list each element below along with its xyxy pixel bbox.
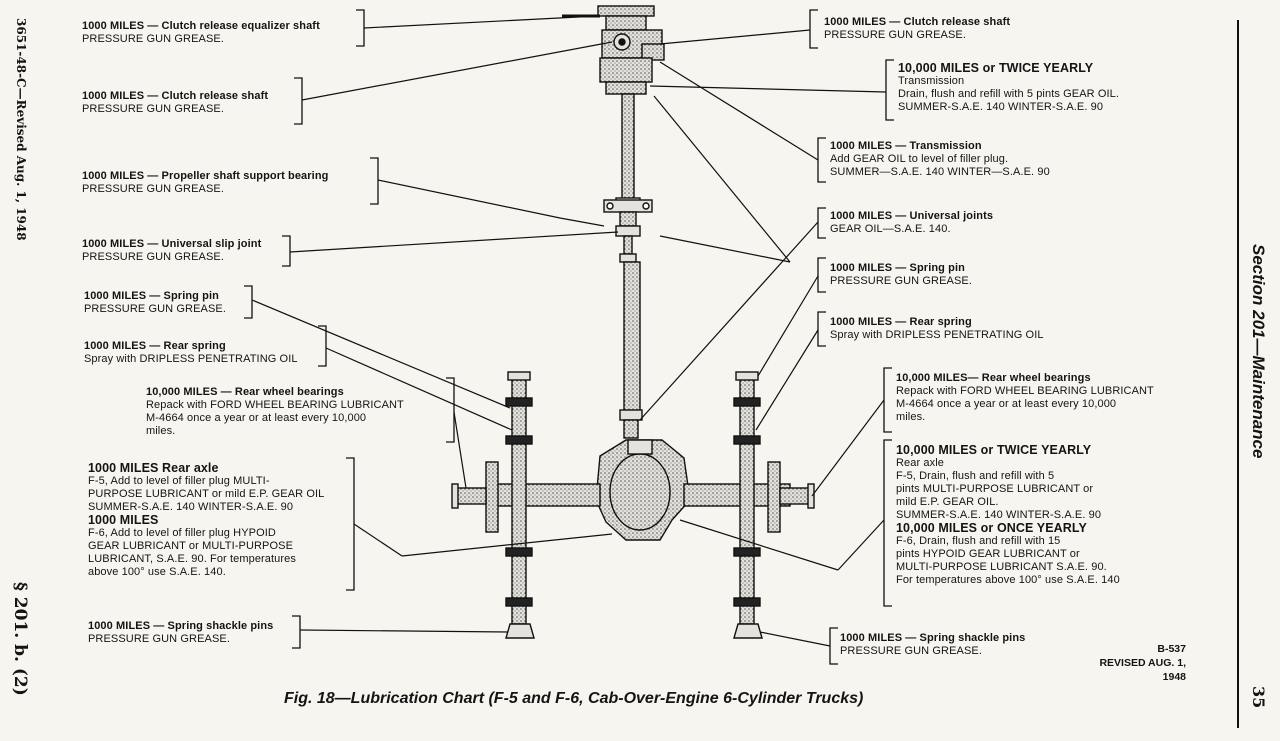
label-clutch-release-shaft-left: 1000 MILES — Clutch release shaft PRESSU… [82, 90, 268, 116]
label-line: MULTI-PURPOSE LUBRICANT S.A.E. 90. [896, 561, 1107, 573]
label-line: 1000 MILES — Clutch release shaft [82, 90, 269, 102]
label-line: Spray with DRIPLESS PENETRATING OIL [830, 329, 1044, 341]
propeller-shaft-assembly [493, 5, 791, 541]
label-line: 10,000 MILES— Rear wheel bearings [896, 372, 1091, 384]
label-line: Repack with FORD WHEEL BEARING LUBRICANT [146, 399, 404, 411]
label-line: Transmission [898, 75, 965, 87]
label-line: 1000 MILES — Rear spring [84, 340, 226, 352]
label-line: Drain, flush and refill with 5 pints GEA… [898, 88, 1120, 100]
label-line: 1000 MILES — Universal slip joint [82, 238, 262, 250]
label-line: Spray with DRIPLESS PENETRATING OIL [84, 353, 298, 365]
drawing-code: B-537 REVISED AUG. 1, 1948 [1074, 642, 1186, 684]
label-line: 1000 MILES — Spring shackle pins [88, 620, 274, 632]
label-rear-spring-left: 1000 MILES — Rear spring Spray with DRIP… [84, 340, 298, 366]
label-line: F-6, Drain, flush and refill with 15 [896, 535, 1061, 547]
label-transmission-drain: 10,000 MILES or TWICE YEARLY Transmissio… [898, 62, 1119, 114]
label-propeller-support-bearing: 1000 MILES — Propeller shaft support bea… [82, 170, 328, 196]
label-line: 1000 MILES [88, 513, 159, 527]
label-clutch-equalizer-shaft: 1000 MILES — Clutch release equalizer sh… [82, 20, 320, 46]
label-line: 10,000 MILES or TWICE YEARLY [898, 61, 1094, 75]
label-line: GEAR LUBRICANT or MULTI-PURPOSE [88, 540, 294, 552]
label-line: PRESSURE GUN GREASE. [824, 29, 966, 41]
label-line: 1000 MILES — Transmission [830, 140, 982, 152]
label-clutch-release-shaft-right: 1000 MILES — Clutch release shaft PRESSU… [824, 16, 1010, 42]
label-line: PRESSURE GUN GREASE. [88, 633, 230, 645]
label-brackets [244, 9, 894, 665]
label-spring-pin-right: 1000 MILES — Spring pin PRESSURE GUN GRE… [830, 262, 972, 288]
label-spring-pin-left: 1000 MILES — Spring pin PRESSURE GUN GRE… [84, 290, 226, 316]
label-line: PRESSURE GUN GREASE. [82, 103, 224, 115]
label-line: 1000 MILES — Universal joints [830, 210, 994, 222]
label-line: 1000 MILES — Clutch release equalizer sh… [82, 20, 320, 32]
label-spring-shackle-pins-right: 1000 MILES — Spring shackle pins PRESSUR… [840, 632, 1025, 658]
label-rear-axle-left: 1000 MILES Rear axle F-5, Add to level o… [88, 462, 324, 579]
label-line: 1000 MILES — Spring pin [830, 262, 965, 274]
label-line: M-4664 once a year or at least every 10,… [146, 412, 367, 424]
label-line: miles. [146, 425, 176, 437]
label-rear-spring-right: 1000 MILES — Rear spring Spray with DRIP… [830, 316, 1044, 342]
label-rear-axle-right: 10,000 MILES or TWICE YEARLY Rear axle F… [896, 444, 1120, 587]
label-line: Add GEAR OIL to level of filler plug. [830, 153, 1009, 165]
label-line: 1000 MILES — Spring shackle pins [840, 632, 1026, 644]
label-line: Repack with FORD WHEEL BEARING LUBRICANT [896, 385, 1154, 397]
label-line: SUMMER-S.A.E. 140 WINTER-S.A.E. 90 [88, 501, 294, 513]
label-line: 1000 MILES — Clutch release shaft [824, 16, 1011, 28]
label-line: 10,000 MILES or TWICE YEARLY [896, 443, 1092, 457]
label-line: 1000 MILES Rear axle [88, 461, 219, 475]
figure-caption: Fig. 18—Lubrication Chart (F-5 and F-6, … [284, 690, 864, 707]
label-transmission-fill: 1000 MILES — Transmission Add GEAR OIL t… [830, 140, 1050, 179]
label-line: 10,000 MILES or ONCE YEARLY [896, 521, 1087, 535]
label-line: pints HYPOID GEAR LUBRICANT or [896, 548, 1080, 560]
label-line: mild E.P. GEAR OIL. [896, 496, 999, 508]
label-line: PURPOSE LUBRICANT or mild E.P. GEAR OIL [88, 488, 325, 500]
label-line: 1000 MILES — Rear spring [830, 316, 972, 328]
drawing-number: B-537 [1157, 643, 1186, 655]
label-line: LUBRICANT, S.A.E. 90. For temperatures [88, 553, 296, 565]
label-line: F-5, Add to level of filler plug MULTI- [88, 475, 270, 487]
label-line: PRESSURE GUN GREASE. [84, 303, 226, 315]
page-number: 35 [1249, 686, 1268, 709]
document-revision-note: 3651-48-C—Revised Aug. 1, 1948 [14, 18, 28, 241]
label-universal-slip-joint: 1000 MILES — Universal slip joint PRESSU… [82, 238, 261, 264]
label-line: SUMMER-S.A.E. 140 WINTER-S.A.E. 90 [898, 101, 1104, 113]
label-line: miles. [896, 411, 926, 423]
label-universal-joints: 1000 MILES — Universal joints GEAR OIL—S… [830, 210, 993, 236]
left-spring-wheel [451, 371, 535, 639]
label-line: PRESSURE GUN GREASE. [840, 645, 982, 657]
label-line: PRESSURE GUN GREASE. [82, 33, 224, 45]
label-line: For temperatures above 100° use S.A.E. 1… [896, 574, 1120, 586]
label-line: F-6, Add to level of filler plug HYPOID [88, 527, 276, 539]
label-line: PRESSURE GUN GREASE. [82, 183, 224, 195]
right-spring-wheel [733, 371, 815, 639]
label-line: 1000 MILES — Spring pin [84, 290, 219, 302]
section-title: Section 201—Maintenance [1249, 244, 1268, 459]
drawing-revision: REVISED AUG. 1, 1948 [1099, 657, 1186, 683]
label-line: above 100° use S.A.E. 140. [88, 566, 226, 578]
label-line: GEAR OIL—S.A.E. 140. [830, 223, 951, 235]
label-rear-wheel-bearings-right: 10,000 MILES— Rear wheel bearings Repack… [896, 372, 1154, 424]
label-line: pints MULTI-PURPOSE LUBRICANT or [896, 483, 1094, 495]
label-line: PRESSURE GUN GREASE. [830, 275, 972, 287]
leader-lines [251, 15, 887, 647]
label-line: SUMMER—S.A.E. 140 WINTER—S.A.E. 90 [830, 166, 1050, 178]
label-line: 10,000 MILES — Rear wheel bearings [146, 386, 344, 398]
label-line: SUMMER-S.A.E. 140 WINTER-S.A.E. 90 [896, 509, 1102, 521]
label-line: 1000 MILES — Propeller shaft support bea… [82, 170, 329, 182]
label-line: PRESSURE GUN GREASE. [82, 251, 224, 263]
section-reference: § 201. b. (2) [10, 582, 30, 696]
label-line: M-4664 once a year or at least every 10,… [896, 398, 1117, 410]
label-spring-shackle-pins-left: 1000 MILES — Spring shackle pins PRESSUR… [88, 620, 273, 646]
label-line: Rear axle [896, 457, 944, 469]
label-line: F-5, Drain, flush and refill with 5 [896, 470, 1055, 482]
label-rear-wheel-bearings-left: 10,000 MILES — Rear wheel bearings Repac… [146, 386, 404, 438]
